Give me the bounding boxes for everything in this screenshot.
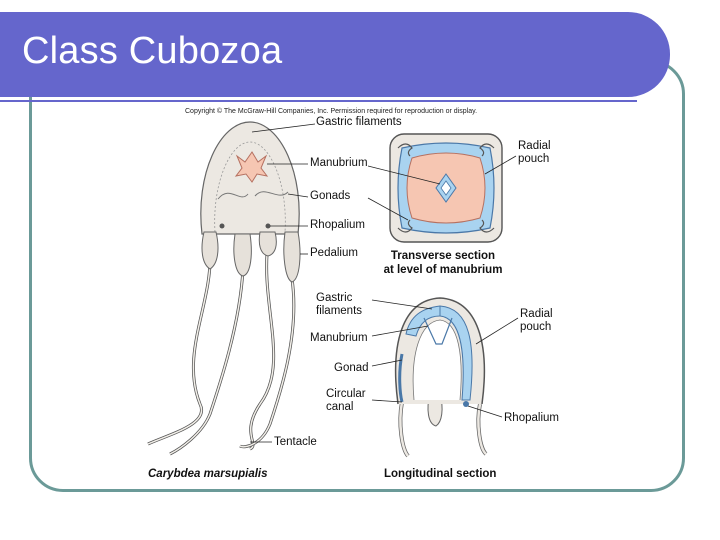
longitudinal-section bbox=[371, 297, 519, 458]
slide-frame bbox=[29, 60, 685, 492]
figure-drawing bbox=[147, 121, 519, 458]
label-rhopalium-long: Rhopalium bbox=[504, 412, 559, 424]
label-gonad: Gonad bbox=[334, 362, 369, 374]
title-rule bbox=[0, 100, 637, 102]
longitudinal-caption: Longitudinal section bbox=[384, 468, 497, 480]
slide-title: Class Cubozoa bbox=[22, 30, 283, 72]
cubozoa-figure: Copyright © The McGraw-Hill Companies, I… bbox=[140, 104, 580, 488]
transverse-caption-line1: Transverse section bbox=[390, 250, 496, 262]
copyright-notice: Copyright © The McGraw-Hill Companies, I… bbox=[185, 108, 478, 115]
label-gonads: Gonads bbox=[310, 190, 351, 202]
label-manubrium-long: Manubrium bbox=[310, 332, 368, 344]
species-caption: Carybdea marsupialis bbox=[148, 468, 268, 480]
label-radial-pouch-transverse: Radial pouch bbox=[518, 140, 551, 165]
transverse-section bbox=[367, 133, 517, 243]
label-manubrium-left: Manubrium bbox=[310, 157, 368, 169]
label-gastric-filaments-left: Gastric filaments bbox=[316, 116, 402, 128]
label-circular-canal: Circular canal bbox=[326, 388, 366, 413]
label-gastric-filaments-long: Gastric filaments bbox=[316, 292, 363, 317]
label-tentacle: Tentacle bbox=[274, 436, 317, 448]
label-rhopalium-left: Rhopalium bbox=[310, 219, 365, 231]
transverse-caption-line2: at level of manubrium bbox=[383, 264, 503, 276]
jellyfish-whole bbox=[147, 121, 316, 456]
label-radial-pouch-long: Radial pouch bbox=[520, 308, 553, 333]
label-pedalium: Pedalium bbox=[310, 247, 358, 259]
title-bar bbox=[0, 12, 670, 97]
